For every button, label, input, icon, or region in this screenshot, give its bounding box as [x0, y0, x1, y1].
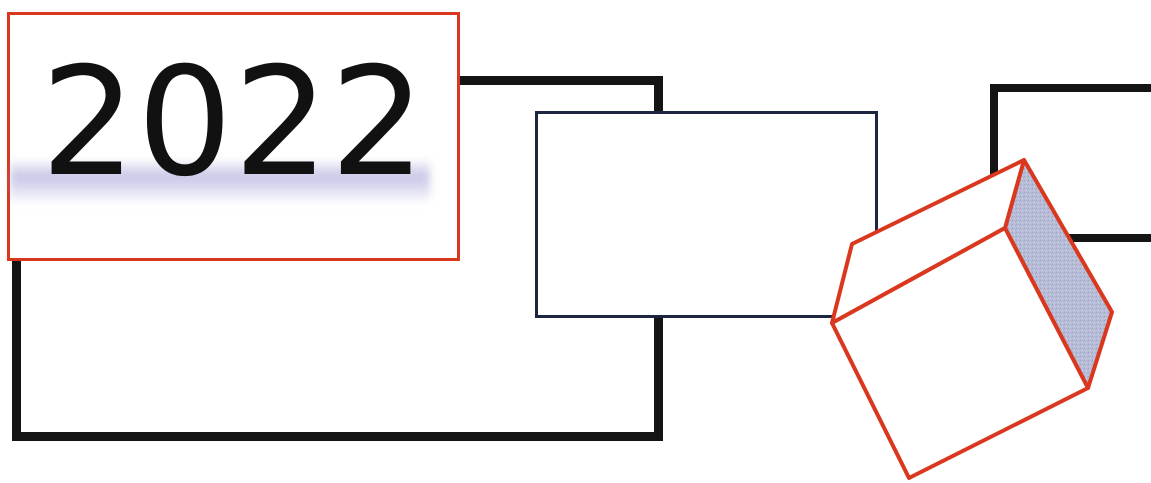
year-text: 2022	[7, 12, 460, 261]
navy-outline-box	[535, 111, 878, 318]
right-black-frame	[990, 84, 1151, 242]
